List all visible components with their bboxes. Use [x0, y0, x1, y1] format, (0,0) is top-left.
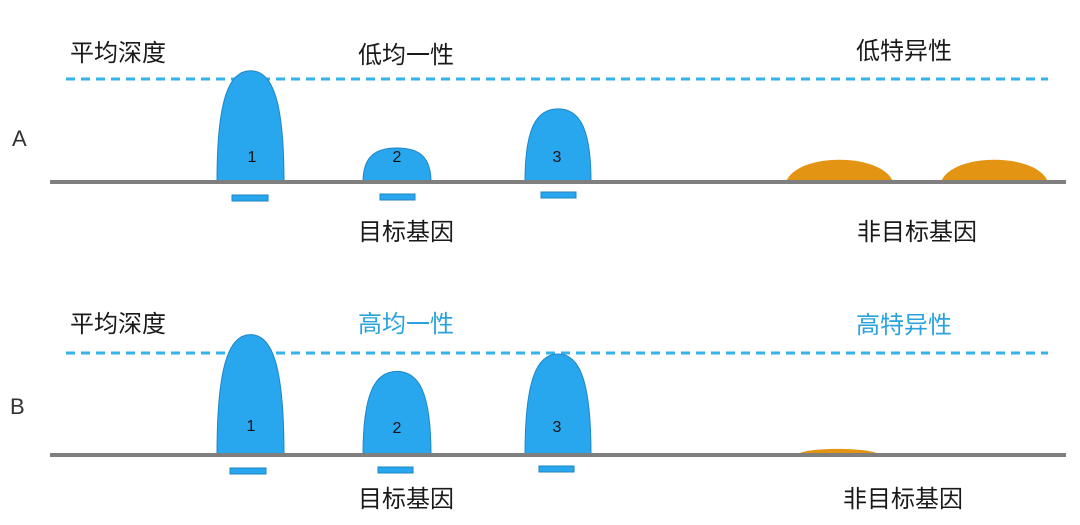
panel-b-offtarget-gene-label: 非目标基因 [843, 485, 963, 513]
panel-b-target-gene-bar-3 [538, 465, 575, 473]
panel-a-target-gene-bar-2 [379, 193, 416, 201]
panel-b-target-peak-2 [362, 370, 432, 456]
panel-a-offtarget-peak-1 [786, 159, 893, 182]
panel-b: B 平均深度 高均一性 高特异性 1 2 3 目标基因 非目标基因 [10, 310, 1066, 513]
panel-b-depth-label: 平均深度 [70, 310, 166, 338]
panel-b-peak-1-label: 1 [247, 418, 256, 435]
panel-b-peak-3-label: 3 [553, 419, 562, 436]
panel-a-offtarget-gene-label: 非目标基因 [857, 218, 977, 246]
panel-b-target-gene-bar-1 [229, 467, 267, 475]
panel-a-depth-label: 平均深度 [70, 39, 166, 67]
panel-a-target-peak-2 [362, 147, 432, 183]
panel-a-peak-1-label: 1 [248, 149, 257, 166]
panel-b-target-peak-1 [216, 334, 285, 456]
panel-a-target-peak-1 [216, 70, 285, 183]
panel-a-peak-2-label: 2 [393, 149, 402, 166]
panel-b-target-peak-3 [524, 353, 592, 456]
panel-b-uniformity-label: 高均一性 [358, 310, 454, 338]
panel-b-target-gene-label: 目标基因 [358, 485, 454, 513]
panel-a-offtarget-peak-2 [941, 159, 1048, 182]
panel-a-uniformity-label: 低均一性 [358, 41, 454, 69]
panel-b-side-label: B [10, 394, 25, 419]
panel-a-target-gene-bar-1 [231, 194, 269, 202]
panel-b-specificity-label: 高特异性 [856, 311, 952, 339]
panel-a: A 平均深度 低均一性 低特异性 1 2 3 目标基因 非目标基因 [12, 37, 1066, 246]
panel-a-side-label: A [12, 126, 27, 151]
panel-a-specificity-label: 低特异性 [856, 37, 952, 65]
panel-a-target-peak-3 [524, 108, 592, 183]
panel-b-peak-2-label: 2 [393, 420, 402, 437]
panel-a-peak-3-label: 3 [553, 149, 562, 166]
panel-b-target-gene-bar-2 [377, 466, 414, 474]
panel-a-target-gene-bar-3 [540, 191, 577, 199]
panel-a-target-gene-label: 目标基因 [358, 218, 454, 246]
